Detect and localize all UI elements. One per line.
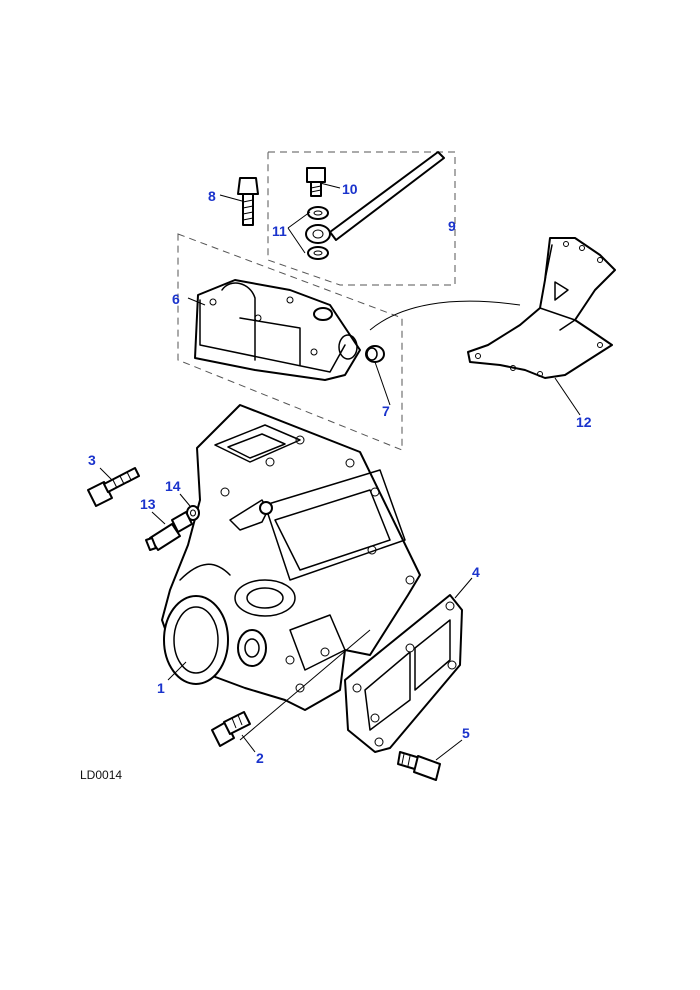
callout-11: 11 [272, 223, 287, 239]
sensor-part-13 [145, 511, 193, 551]
bolt-part-10 [306, 167, 326, 197]
bolt-part-5 [397, 751, 441, 781]
callout-4: 4 [472, 564, 480, 580]
callout-8: 8 [208, 188, 216, 204]
bracket-wire [369, 300, 521, 331]
callout-6: 6 [172, 291, 180, 307]
gasket-part-4 [344, 594, 463, 753]
lever-rod-part-9 [329, 151, 445, 241]
bolt-part-2 [211, 711, 251, 747]
housing-part-1 [161, 404, 421, 711]
callout-3: 3 [88, 452, 96, 468]
bolt-part-3 [87, 467, 140, 507]
reference-code: LD0014 [80, 768, 122, 782]
washers-part-11 [305, 206, 331, 260]
plug-part-7 [365, 345, 385, 363]
callout-5: 5 [462, 725, 470, 741]
bracket-part-12 [467, 237, 616, 379]
callout-13: 13 [140, 496, 156, 512]
callout-14: 14 [165, 478, 181, 494]
bolt-part-8 [237, 177, 259, 226]
assembly-group-6-outline [177, 233, 403, 451]
callout-7: 7 [382, 403, 390, 419]
assembly-group-9-outline [267, 151, 456, 286]
callout-labels: 8 10 11 9 6 7 12 3 14 13 4 1 5 2 [88, 181, 592, 766]
callout-2: 2 [256, 750, 264, 766]
cover-part-6 [194, 279, 361, 381]
callout-9: 9 [448, 218, 456, 234]
callout-12: 12 [576, 414, 592, 430]
callout-1: 1 [157, 680, 165, 696]
leader-lines [99, 182, 581, 761]
callout-10: 10 [342, 181, 358, 197]
